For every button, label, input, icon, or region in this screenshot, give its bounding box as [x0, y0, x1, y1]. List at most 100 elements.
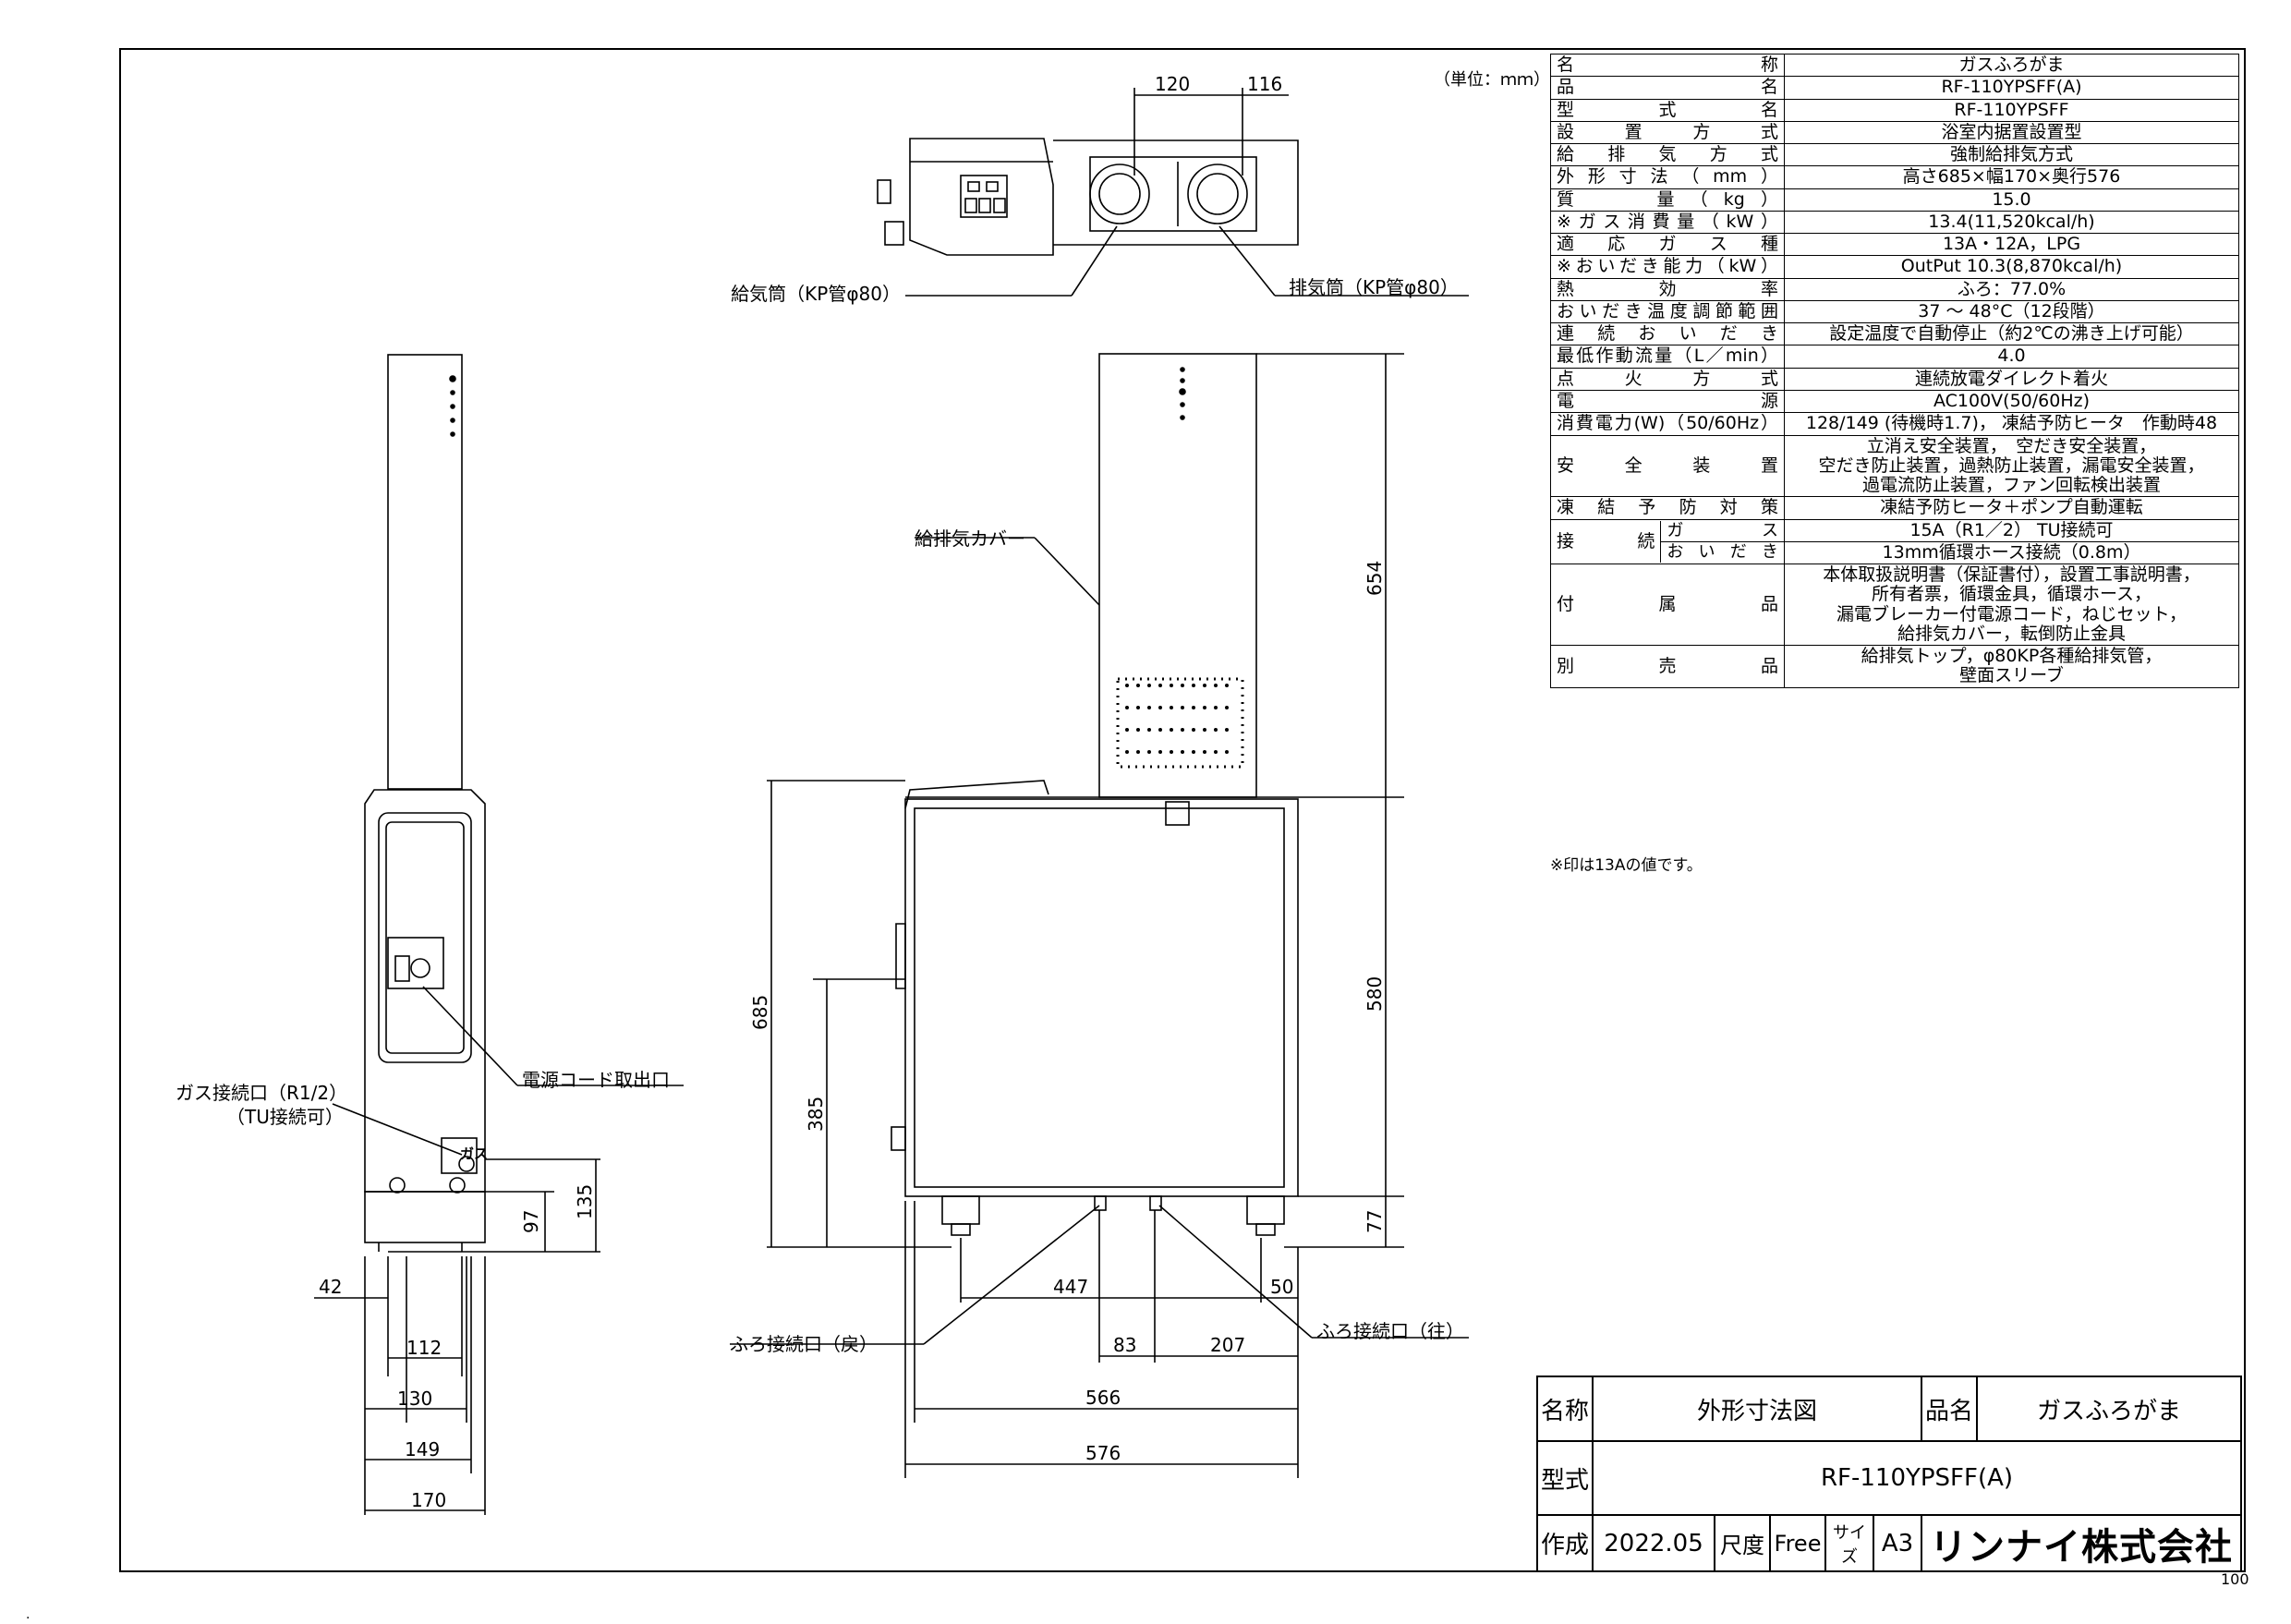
dim-170: 170 [411, 1489, 446, 1511]
spec-value: 15.0 [1784, 188, 2239, 212]
spec-value: 連続放電ダイレクト着火 [1784, 367, 2239, 391]
spec-label: 型 式 名 [1550, 98, 1785, 122]
dim-447: 447 [1053, 1276, 1088, 1298]
size-label: サイズ [1824, 1514, 1874, 1572]
vent-holes [1125, 684, 1229, 754]
spec-label: 連 続 お い だ き [1550, 322, 1785, 346]
dim-580: 580 [1364, 976, 1386, 1012]
bath-supply-label: ふろ接続口（往） [1316, 1320, 1464, 1342]
spec-label: 質 量（kg） [1550, 188, 1785, 212]
gas-inlet-tu-label: （TU接続可） [226, 1106, 344, 1128]
spec-row-freeze: 凍 結 予 防 対 策 凍結予防ヒータ＋ポンプ自動運転 [1550, 496, 2239, 520]
spec-label: 点 火 方 式 [1550, 367, 1785, 391]
spec-value: OutPut 10.3(8,870kcal/h) [1784, 255, 2239, 279]
dim-50: 50 [1270, 1276, 1293, 1298]
bath-return-label: ふろ接続口（戻） [730, 1333, 878, 1355]
spec-value: 強制給排気方式 [1784, 143, 2239, 167]
spec-value: 立消え安全装置， 空だき安全装置， 空だき防止装置，過熱防止装置，漏電安全装置，… [1784, 434, 2239, 498]
spec-label: 外形寸法（mm） [1550, 165, 1785, 189]
spec-label: おいだき温度調節範囲 [1550, 299, 1785, 324]
spec-label: 適 応 ガ ス 種 [1550, 233, 1785, 257]
dim-130: 130 [397, 1388, 432, 1410]
spec-row-accessories: 付 属 品 本体取扱説明書（保証書付），設置工事説明書， 所有者票，循環金具，循… [1550, 564, 2239, 647]
dim-77: 77 [1364, 1210, 1386, 1233]
name-label: 名称 [1536, 1376, 1594, 1442]
spec-row: 点 火 方 式連続放電ダイレクト着火 [1550, 367, 2239, 391]
product-label: 品名 [1921, 1376, 1978, 1442]
company-logo: リンナイ株式会社 [1921, 1514, 2242, 1572]
spec-label: 最低作動流量（L／min） [1550, 345, 1785, 369]
spec-label: 安 全 装 置 [1550, 434, 1785, 498]
spec-label: 電 源 [1550, 389, 1785, 414]
dim-97: 97 [520, 1210, 542, 1233]
front-view [730, 353, 1469, 1478]
dim-120: 120 [1155, 73, 1190, 95]
dim-83: 83 [1113, 1334, 1136, 1356]
spec-value: 4.0 [1784, 345, 2239, 369]
scale-label: 尺度 [1714, 1514, 1771, 1572]
intake-label: 給気筒（KP管φ80） [731, 283, 901, 305]
spec-row: ※ガス消費量（kW）13.4(11,520kcal/h) [1550, 210, 2239, 235]
size-value: A3 [1873, 1514, 1922, 1572]
spec-value: 13.4(11,520kcal/h) [1784, 210, 2239, 235]
dim-207: 207 [1210, 1334, 1245, 1356]
spec-label: ※ガス消費量（kW） [1550, 210, 1785, 235]
gas-inlet-label: ガス接続口（R1/2） [176, 1082, 347, 1104]
dim-385: 385 [805, 1097, 827, 1132]
model-label: 型式 [1536, 1440, 1594, 1516]
spec-row-safety: 安 全 装 置 立消え安全装置， 空だき安全装置， 空だき防止装置，過熱防止装置… [1550, 434, 2239, 498]
spec-value: ガスふろがま [1784, 53, 2239, 78]
title-block: 名称 外形寸法図 品名 ガスふろがま 型式 RF-110YPSFF(A) 作成 … [1536, 1376, 2242, 1572]
power-cord-label: 電源コード取出口 [522, 1069, 670, 1091]
spec-row: 連 続 お い だ き設定温度で自動停止（約2℃の沸き上げ可能） [1550, 322, 2239, 346]
spec-row: 外形寸法（mm）高さ685×幅170×奥行576 [1550, 165, 2239, 189]
spec-value: AC100V(50/60Hz) [1784, 389, 2239, 414]
made-value: 2022.05 [1592, 1514, 1715, 1572]
spec-row-connection: 接 続 ガ ス お い だ き 15A（R1／2） TU接続可 13mm循環ホー… [1550, 518, 2239, 565]
page-number: 100 [2221, 1570, 2249, 1588]
spec-value: 128/149 (待機時1.7)， 凍結予防ヒータ 作動時48 [1784, 412, 2239, 436]
spec-value: 13A・12A，LPG [1784, 233, 2239, 257]
spec-value: 37 ～ 48°C（12段階） [1784, 299, 2239, 324]
exhaust-label: 排気筒（KP管φ80） [1289, 276, 1459, 298]
top-view [877, 88, 1469, 297]
spec-row: 熱 効 率ふろ：77.0% [1550, 277, 2239, 301]
spec-value: 設定温度で自動停止（約2℃の沸き上げ可能） [1784, 322, 2239, 346]
spec-row: ※おいだき能力（kW）OutPut 10.3(8,870kcal/h) [1550, 255, 2239, 279]
product-value: ガスふろがま [1976, 1376, 2242, 1442]
side-view [314, 354, 684, 1515]
spec-row: 設 置 方 式浴室内据置設置型 [1550, 120, 2239, 145]
spec-row: 名 称ガスふろがま [1550, 53, 2239, 78]
dim-576: 576 [1085, 1442, 1121, 1464]
scale-value: Free [1769, 1514, 1826, 1572]
dim-149: 149 [405, 1438, 440, 1460]
name-value: 外形寸法図 [1592, 1376, 1922, 1442]
spec-row: 消費電力(W)（50/60Hz）128/149 (待機時1.7)， 凍結予防ヒー… [1550, 412, 2239, 436]
spec-row-options: 別 売 品 給排気トップ，φ80KP各種給排気管， 壁面スリーブ [1550, 645, 2239, 688]
spec-label: 品 名 [1550, 76, 1785, 100]
spec-label: 熱 効 率 [1550, 277, 1785, 301]
spec-label: 給 排 気 方 式 [1550, 143, 1785, 167]
spec-row: 質 量（kg）15.0 [1550, 188, 2239, 212]
spec-value: 浴室内据置設置型 [1784, 120, 2239, 145]
gas-mark: ガス [460, 1145, 488, 1162]
dim-685: 685 [749, 995, 771, 1030]
cover-label: 給排気カバー [915, 527, 1025, 550]
spec-value: RF-110YPSFF(A) [1784, 76, 2239, 100]
dim-566: 566 [1085, 1387, 1121, 1409]
spec-row: 給 排 気 方 式強制給排気方式 [1550, 143, 2239, 167]
dim-116: 116 [1247, 73, 1282, 95]
dim-112: 112 [406, 1337, 442, 1359]
dim-42: 42 [319, 1276, 342, 1298]
unit-note: （単位：ｍｍ） [1434, 70, 1550, 90]
spec-label: ※おいだき能力（kW） [1550, 255, 1785, 279]
spec-value: RF-110YPSFF [1784, 98, 2239, 122]
made-label: 作成 [1536, 1514, 1594, 1572]
